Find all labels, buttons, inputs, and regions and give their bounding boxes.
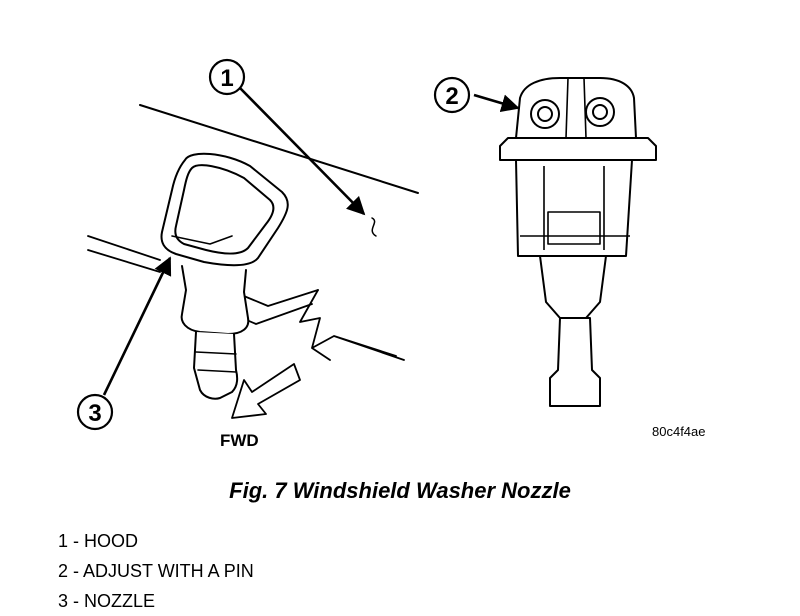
- nozzle-detail-view: [499, 77, 657, 407]
- washer-nozzle-diagram: 1 2 3 FWD 80c4f4ae: [76, 58, 706, 450]
- nozzle-body: [180, 265, 250, 335]
- leader-2: [473, 93, 520, 113]
- nozzle-outlet: [171, 235, 233, 245]
- leader-3: [102, 256, 172, 396]
- legend-item: 1 - HOOD: [58, 531, 139, 551]
- leader-lines: [102, 87, 520, 396]
- installed-nozzle-view: [87, 104, 419, 419]
- nozzle-neck: [539, 255, 607, 319]
- svg-text:3: 3: [88, 400, 101, 427]
- hose-barb: [549, 317, 601, 407]
- hood-mark: [371, 217, 377, 237]
- image-code: 80c4f4ae: [652, 424, 706, 439]
- cowl-break: [299, 289, 405, 361]
- svg-text:1: 1: [220, 65, 233, 92]
- callout-2: 2: [433, 76, 471, 114]
- nozzle-head-inner: [174, 164, 275, 255]
- nozzle-stem: [193, 331, 239, 400]
- figure-caption: Fig. 7 Windshield Washer Nozzle: [229, 478, 571, 503]
- leader-1: [239, 87, 366, 216]
- legend-item: 3 - NOZZLE: [58, 591, 156, 611]
- nozzle-flange: [499, 137, 657, 161]
- hood-panel: [87, 235, 319, 325]
- callout-1: 1: [208, 58, 246, 96]
- legend-item: 2 - ADJUST WITH A PIN: [58, 561, 254, 581]
- fwd-arrow-icon: [231, 363, 301, 419]
- svg-text:2: 2: [445, 83, 458, 110]
- callout-legend: 1 - HOOD 2 - ADJUST WITH A PIN 3 - NOZZL…: [58, 526, 254, 616]
- hood-edge: [139, 104, 419, 194]
- fwd-label: FWD: [220, 431, 259, 450]
- nozzle-body-detail: [515, 159, 633, 257]
- callout-3: 3: [76, 393, 114, 431]
